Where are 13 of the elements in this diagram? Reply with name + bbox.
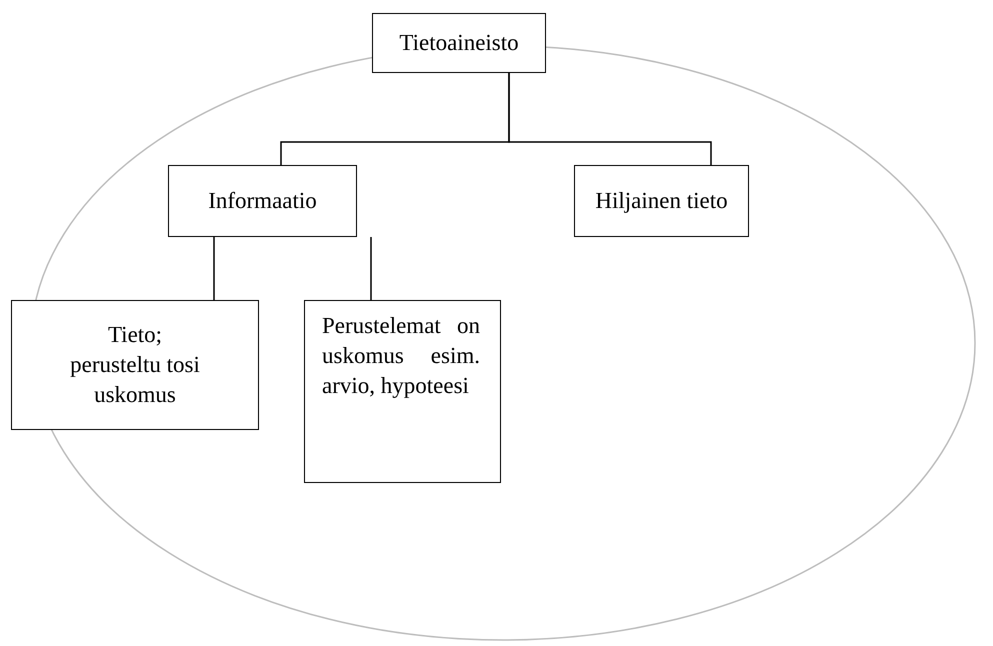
text-box — [11, 300, 259, 430]
box-label: Tietoaineisto — [399, 29, 519, 58]
connector-line — [508, 73, 712, 165]
box-label: Hiljainen tieto — [595, 187, 728, 216]
connector-line — [213, 237, 215, 300]
text-box — [574, 165, 749, 237]
box-label: Perustelemat on uskomus esim. arvio, hypoteesi — [322, 312, 480, 400]
box-label: Informaatio — [208, 187, 317, 216]
box-label: Tieto; perusteltu tosi uskomus — [69, 321, 201, 409]
text-box — [168, 165, 357, 237]
connector-line — [370, 237, 372, 300]
text-box — [304, 300, 501, 483]
text-box — [372, 13, 546, 73]
